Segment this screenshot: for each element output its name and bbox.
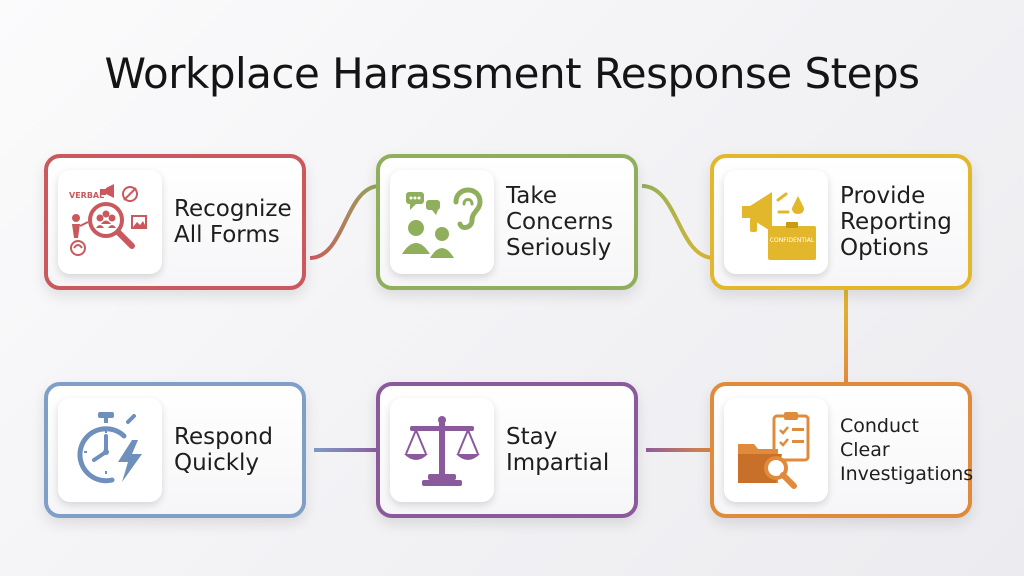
svg-text:CONFIDENTIAL: CONFIDENTIAL xyxy=(770,237,815,244)
icon-tile: CONFIDENTIAL xyxy=(724,170,828,274)
step-card-take-concerns-seriously: Take Concerns Seriously xyxy=(376,154,638,290)
step-card-provide-reporting-options: CONFIDENTIAL Provide Reporting Options xyxy=(710,154,972,290)
icon-tile xyxy=(724,398,828,502)
folder-clipboard-magnifier-icon xyxy=(738,412,810,489)
step-label: Take Concerns Seriously xyxy=(506,183,614,261)
svg-text:VERBAL: VERBAL xyxy=(69,191,104,200)
icon-tile xyxy=(390,170,494,274)
megaphone-confidential-box-icon: CONFIDENTIAL xyxy=(742,192,816,260)
icon-tile: VERBAL xyxy=(58,170,162,274)
step-label: Recognize All Forms xyxy=(174,196,292,248)
step-label: Stay Impartial xyxy=(506,424,610,476)
connector-recognize-to-concerns xyxy=(309,184,381,260)
step-label: Provide Reporting Options xyxy=(840,183,952,261)
stopwatch-lightning-icon xyxy=(77,412,142,484)
icon-tile xyxy=(58,398,162,502)
magnifier-harassment-forms-icon: VERBAL xyxy=(69,184,147,256)
step-label: Respond Quickly xyxy=(174,424,273,476)
listening-people-ear-icon xyxy=(402,187,483,258)
icon-tile xyxy=(390,398,494,502)
step-card-stay-impartial: Stay Impartial xyxy=(376,382,638,518)
connector-concerns-to-reporting xyxy=(641,184,715,260)
step-card-recognize-all-forms: VERBAL Recognize All Forms xyxy=(44,154,306,290)
step-card-conduct-clear-investigations: Conduct Clear Investigations xyxy=(710,382,974,518)
step-label: Conduct Clear Investigations xyxy=(840,415,974,485)
step-card-respond-quickly: Respond Quickly xyxy=(44,382,306,518)
balance-scale-icon xyxy=(404,416,480,486)
page-title: Workplace Harassment Response Steps xyxy=(104,49,920,98)
